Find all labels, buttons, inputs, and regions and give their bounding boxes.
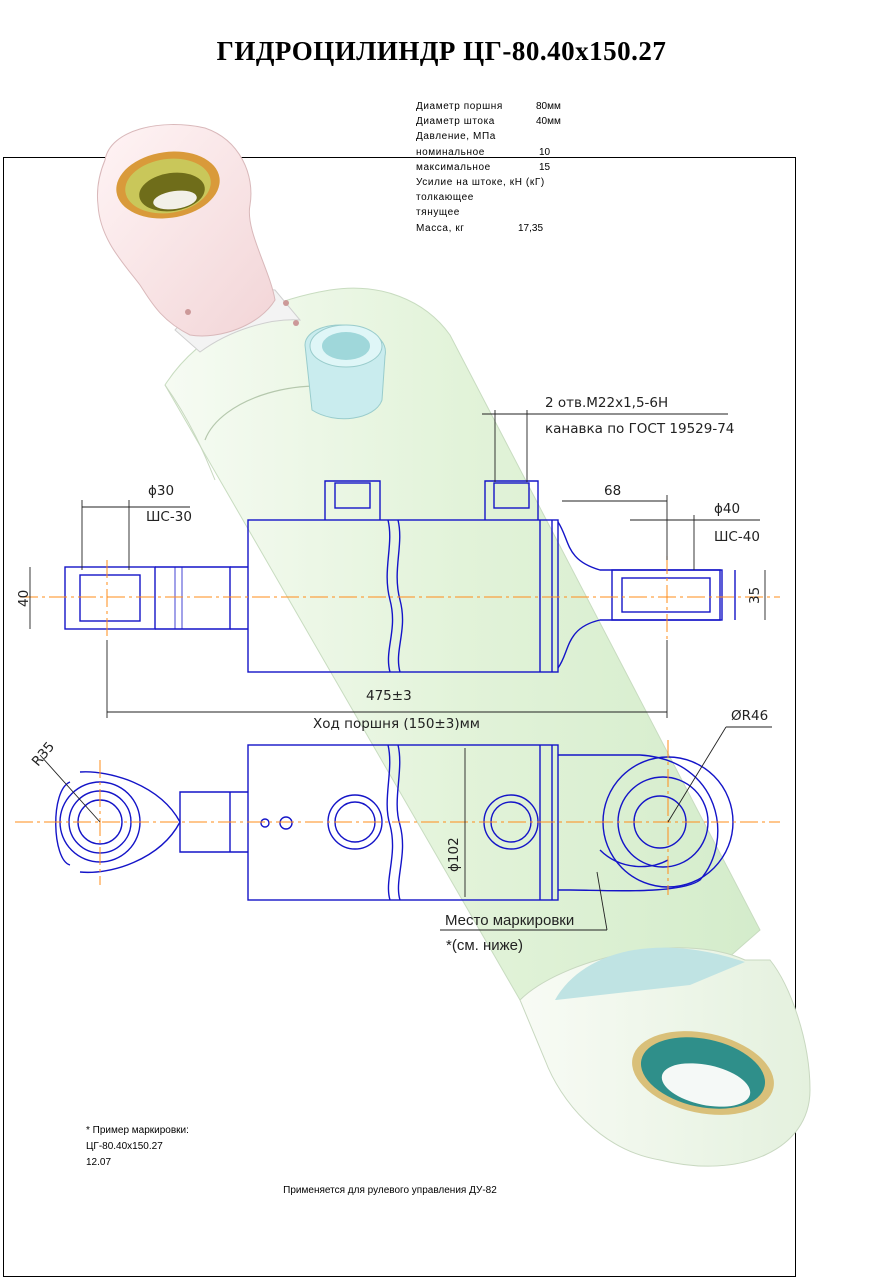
render-tube-band xyxy=(164,384,216,481)
dim-piston-stroke: Ход поршня (150±3)мм xyxy=(313,716,480,732)
render-tube xyxy=(164,287,761,1016)
application-note: Применяется для рулевого управления ДУ-8… xyxy=(283,1185,497,1196)
dim-left-eye-diameter: ϕ30 xyxy=(148,483,174,499)
spec-label: Диаметр штока xyxy=(416,116,495,128)
dim-left-eye-width: 40 xyxy=(16,590,32,607)
marking-place-label: Место маркировки xyxy=(445,912,574,929)
spec-label: максимальное xyxy=(416,161,491,173)
spec-value: 15 xyxy=(539,161,551,173)
spec-label: тянущее xyxy=(416,207,460,219)
dim-rod-end-offset: 68 xyxy=(604,483,621,499)
render-lower-cap-face xyxy=(555,947,745,1000)
render-hole-1 xyxy=(283,300,289,306)
body-side-view xyxy=(247,519,559,673)
dimension-texts: 2 отв.M22x1,5-6H канавка по ГОСТ 19529-7… xyxy=(16,395,768,954)
axis-lines xyxy=(15,556,780,895)
dim-right-eye-diameter: ϕ40 xyxy=(714,501,740,517)
marking-example: * Пример маркировки: ЦГ-80.40х150.27 12.… xyxy=(86,1123,189,1171)
dim-left-bearing: ШС-30 xyxy=(146,509,192,525)
dim-right-eye-width: 35 xyxy=(747,587,763,604)
render-port-bore xyxy=(322,332,370,360)
dim-eye-radius: R35 xyxy=(29,739,58,770)
render-hole-2 xyxy=(293,320,299,326)
marking-example-code: ЦГ-80.40х150.27 xyxy=(86,1141,163,1152)
spec-label: толкающее xyxy=(416,192,474,204)
render-lower-bore xyxy=(661,1063,751,1107)
dim-right-bearing: ШС-40 xyxy=(714,529,760,545)
dimension-lines xyxy=(29,410,772,931)
spec-value: 40мм xyxy=(536,116,561,128)
marking-example-title: * Пример маркировки: xyxy=(86,1125,189,1136)
spec-label: Усилие на штоке, кН (кГ) xyxy=(416,176,545,188)
render-top-bore-light xyxy=(153,190,197,210)
spec-value: 80мм xyxy=(536,101,561,112)
page-title: ГИДРОЦИЛИНДР ЦГ-80.40х150.27 xyxy=(216,36,667,66)
spec-label: номинальное xyxy=(416,146,485,158)
dim-body-diameter: ϕ102 xyxy=(446,837,462,872)
marking-example-date: 12.07 xyxy=(86,1157,112,1168)
spec-label: Диаметр поршня xyxy=(416,101,503,112)
dim-port-groove: канавка по ГОСТ 19529-74 xyxy=(545,421,734,437)
cylinder-3d-render xyxy=(97,124,811,1167)
dim-overall-length: 475±3 xyxy=(366,688,412,704)
spec-label: Масса, кг xyxy=(416,222,465,234)
spec-value: 10 xyxy=(539,146,551,158)
dim-port-thread: 2 отв.M22x1,5-6H xyxy=(545,395,668,411)
marking-see-below: *(см. ниже) xyxy=(446,937,523,954)
spec-label: Давление, МПа xyxy=(416,131,496,143)
drawing-frame xyxy=(3,157,796,1277)
dim-clevis-radius: ØR46 xyxy=(731,708,768,724)
spec-value: 17,35 xyxy=(518,222,544,234)
render-grease-hole xyxy=(185,309,191,315)
